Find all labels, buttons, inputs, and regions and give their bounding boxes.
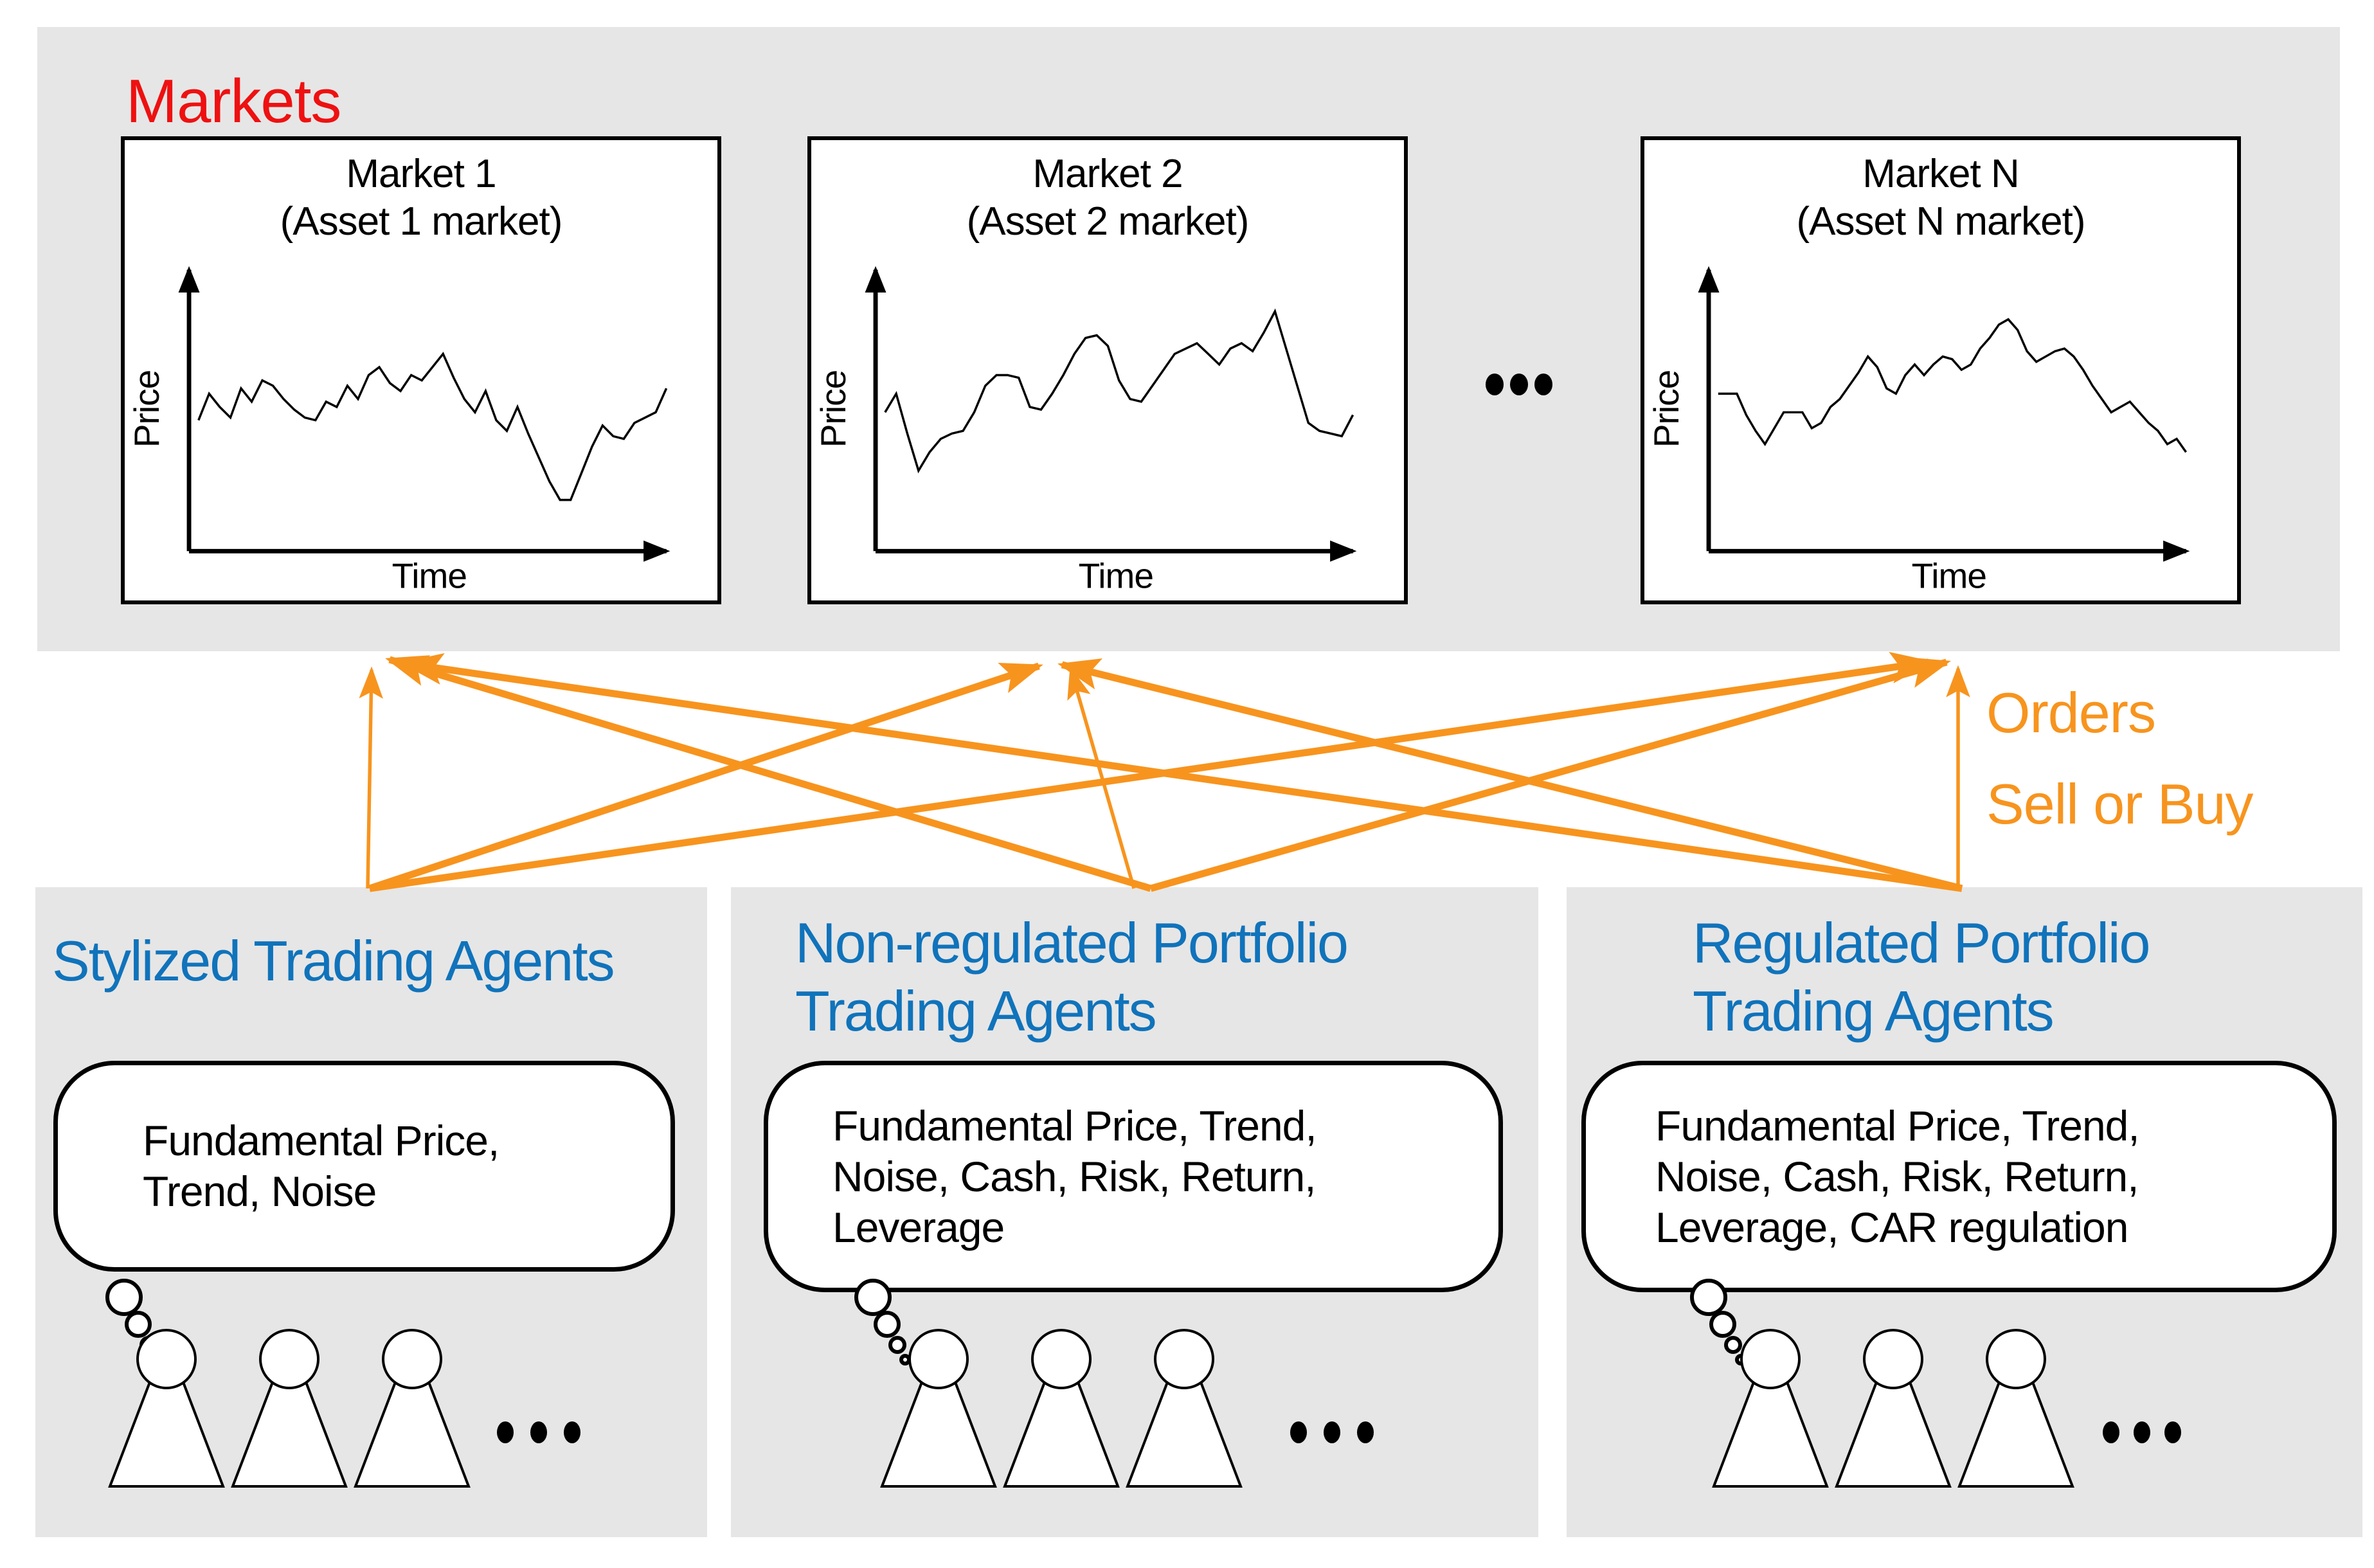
y-axis-label: Price <box>127 370 166 448</box>
market-subtitle: (Asset 2 market) <box>966 199 1250 244</box>
non-regulated-agents-speech-bubble: Fundamental Price, Trend, Noise, Cash, R… <box>764 1061 1503 1292</box>
regulated-agents-box: Regulated Portfolio Trading Agents Funda… <box>1567 887 2362 1537</box>
title-line: Trading Agents <box>1693 979 2055 1043</box>
orders-sell-or-buy-label: Orders Sell or Buy <box>1986 667 2254 850</box>
orders-label-line: Sell or Buy <box>1986 772 2254 836</box>
markets-section-label: Markets <box>126 67 341 136</box>
title-line: Trading Agents <box>795 979 1157 1043</box>
market-subtitle: (Asset N market) <box>1796 199 2085 244</box>
bubble-line: Trend, Noise <box>143 1167 377 1215</box>
stylized-agents-box: Stylized Trading Agents Fundamental Pric… <box>35 887 707 1537</box>
bubble-line: Fundamental Price, <box>143 1117 499 1164</box>
order-arrow-non-regulated-to-market-n <box>1149 657 1951 892</box>
order-arrow-regulated-to-market-1 <box>400 653 1963 892</box>
bubble-line: Noise, Cash, Risk, Return, <box>1655 1152 2139 1200</box>
title-line: Non-regulated Portfolio <box>795 911 1349 975</box>
regulated-agents-speech-bubble: Fundamental Price, Trend, Noise, Cash, R… <box>1581 1061 2337 1292</box>
bubble-line: Fundamental Price, Trend, <box>832 1101 1317 1149</box>
non-regulated-agents-box: Non-regulated Portfolio Trading Agents F… <box>731 887 1538 1537</box>
market-n-title-block: Market N (Asset N market) <box>1644 150 2237 246</box>
market-n-box: Price Time Market N (Asset N market) <box>1641 136 2241 604</box>
y-axis-label: Price <box>813 370 853 448</box>
price-series-line <box>884 308 1354 474</box>
title-line: Stylized Trading Agents <box>52 929 615 993</box>
bubble-line: Fundamental Price, Trend, <box>1655 1101 2140 1149</box>
stylized-agents-title: Stylized Trading Agents <box>52 927 615 995</box>
market-2-title-block: Market 2 (Asset 2 market) <box>811 150 1404 246</box>
order-arrow-non-regulated-to-market-2 <box>1067 666 1136 889</box>
market-title: Market 1 <box>346 152 496 196</box>
x-axis-label: Time <box>392 555 467 595</box>
price-series-line <box>1718 318 2188 453</box>
non-regulated-agents-title: Non-regulated Portfolio Trading Agents <box>795 909 1349 1045</box>
market-1-box: Price Time Market 1 (Asset 1 market) <box>121 136 721 604</box>
title-line: Regulated Portfolio <box>1693 911 2150 975</box>
x-axis-label: Time <box>1079 555 1153 595</box>
market-2-box: Price Time Market 2 (Asset 2 market) <box>807 136 1408 604</box>
market-subtitle: (Asset 1 market) <box>280 199 563 244</box>
market-1-title-block: Market 1 (Asset 1 market) <box>125 150 717 246</box>
market-title: Market 2 <box>1032 152 1183 196</box>
stylized-agents-speech-bubble: Fundamental Price, Trend, Noise <box>53 1061 675 1272</box>
bubble-line: Leverage, CAR regulation <box>1655 1203 2128 1251</box>
order-arrow-stylized-to-market-2 <box>368 662 1043 892</box>
market-1-price-chart: Price Time <box>127 266 670 595</box>
y-axis-label: Price <box>1646 370 1686 448</box>
order-arrow-non-regulated-to-market-1 <box>385 655 1152 892</box>
market-n-price-chart: Price Time <box>1646 266 2190 595</box>
order-arrow-stylized-to-market-1 <box>359 666 383 889</box>
bubble-line: Leverage <box>832 1203 1005 1251</box>
price-series-line <box>197 352 668 501</box>
regulated-agents-title: Regulated Portfolio Trading Agents <box>1693 909 2150 1045</box>
orders-label-line: Orders <box>1986 681 2156 744</box>
x-axis-label: Time <box>1912 555 1986 595</box>
order-arrow-regulated-to-market-2 <box>1057 658 1963 892</box>
market-2-price-chart: Price Time <box>813 266 1357 595</box>
market-title: Market N <box>1862 152 2019 196</box>
order-arrows <box>359 651 1970 892</box>
order-arrow-stylized-to-market-n <box>369 651 1934 892</box>
bubble-line: Noise, Cash, Risk, Return, <box>832 1152 1317 1200</box>
